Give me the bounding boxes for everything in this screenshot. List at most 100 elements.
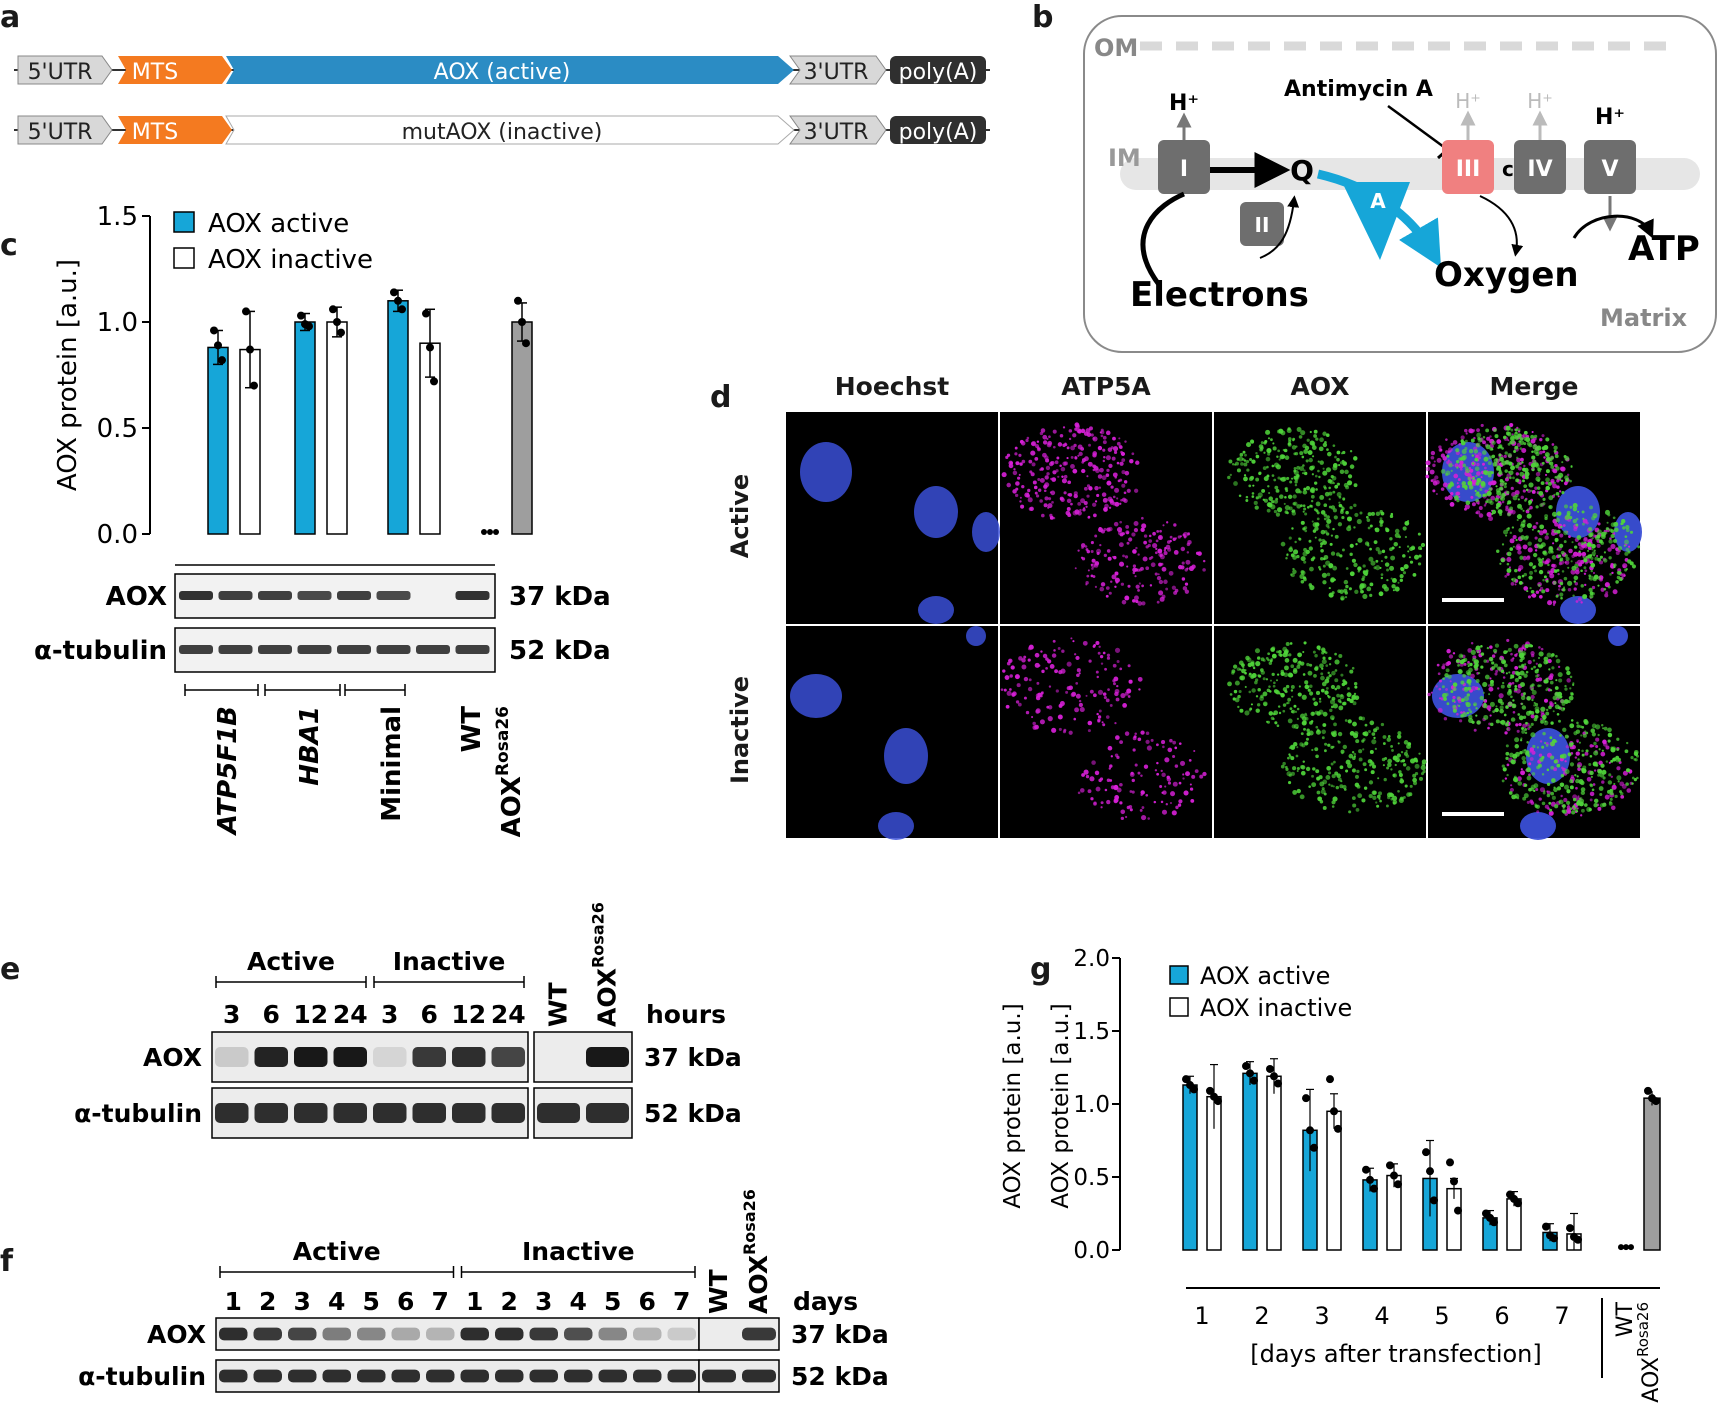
signal-speck bbox=[1518, 564, 1524, 570]
im-label: IM bbox=[1108, 144, 1141, 172]
signal-speck bbox=[1254, 680, 1258, 685]
signal-speck bbox=[1127, 695, 1131, 698]
signal-speck bbox=[1577, 597, 1582, 602]
signal-speck bbox=[1557, 672, 1563, 678]
signal-speck bbox=[1546, 768, 1550, 772]
signal-speck bbox=[1559, 581, 1564, 586]
signal-speck bbox=[1324, 491, 1330, 497]
signal-speck bbox=[1552, 483, 1557, 489]
control-label-rosa: AOXRosa26 bbox=[589, 902, 622, 1027]
signal-speck bbox=[1542, 550, 1547, 555]
signal-speck bbox=[1345, 567, 1349, 570]
signal-speck bbox=[1269, 438, 1273, 442]
signal-speck bbox=[1505, 672, 1508, 675]
signal-speck bbox=[1399, 778, 1405, 784]
signal-speck bbox=[1077, 501, 1082, 506]
signal-speck bbox=[1545, 660, 1549, 664]
data-point bbox=[1306, 1126, 1314, 1135]
signal-speck bbox=[1255, 695, 1259, 698]
signal-speck bbox=[1576, 775, 1579, 778]
signal-speck bbox=[1456, 482, 1459, 485]
x-axis-label: [days after transfection] bbox=[1250, 1340, 1542, 1368]
signal-speck bbox=[1087, 729, 1091, 733]
signal-speck bbox=[1542, 529, 1548, 534]
signal-speck bbox=[1519, 555, 1524, 560]
signal-speck bbox=[1145, 739, 1150, 744]
signal-speck bbox=[1577, 764, 1581, 768]
signal-speck bbox=[1323, 554, 1329, 560]
signal-speck bbox=[1328, 486, 1331, 490]
blot-band bbox=[294, 1047, 328, 1067]
signal-speck bbox=[1324, 690, 1329, 695]
signal-speck bbox=[1113, 798, 1118, 804]
signal-speck bbox=[1063, 491, 1067, 495]
signal-speck bbox=[1417, 562, 1422, 566]
signal-speck bbox=[1524, 731, 1528, 735]
signal-speck bbox=[1332, 527, 1335, 531]
signal-speck bbox=[1162, 524, 1165, 527]
signal-speck bbox=[1601, 724, 1604, 727]
signal-speck bbox=[1364, 541, 1370, 546]
signal-speck bbox=[1564, 554, 1568, 558]
signal-speck bbox=[1018, 453, 1022, 457]
signal-speck bbox=[1362, 738, 1366, 742]
signal-speck bbox=[1101, 721, 1104, 724]
legend-label-inactive: AOX inactive bbox=[208, 245, 373, 275]
signal-speck bbox=[1534, 549, 1538, 552]
signal-speck bbox=[1604, 593, 1609, 598]
signal-speck bbox=[1543, 656, 1549, 662]
blot-kda-label: 52 kDa bbox=[509, 636, 611, 666]
signal-speck bbox=[1596, 554, 1599, 558]
signal-speck bbox=[1273, 509, 1278, 514]
signal-speck bbox=[1460, 455, 1466, 461]
signal-speck bbox=[1299, 451, 1304, 456]
signal-speck bbox=[1592, 783, 1596, 786]
signal-speck bbox=[1389, 547, 1393, 552]
signal-speck bbox=[1510, 695, 1513, 699]
signal-speck bbox=[1331, 670, 1336, 676]
signal-speck bbox=[1462, 673, 1467, 678]
panel-label-c: c bbox=[0, 228, 18, 263]
signal-speck bbox=[1300, 556, 1306, 562]
signal-speck bbox=[1564, 456, 1570, 461]
signal-speck bbox=[1475, 645, 1481, 651]
data-point bbox=[1246, 1069, 1254, 1078]
signal-speck bbox=[1520, 457, 1524, 462]
signal-speck bbox=[1370, 560, 1376, 566]
signal-speck bbox=[1515, 652, 1519, 655]
signal-speck bbox=[1328, 498, 1331, 501]
signal-speck bbox=[1161, 566, 1167, 572]
signal-speck bbox=[1134, 488, 1139, 493]
data-point bbox=[1182, 1075, 1190, 1084]
orf-label: mutAOX (inactive) bbox=[402, 120, 603, 145]
signal-speck bbox=[1564, 687, 1568, 691]
signal-speck bbox=[1135, 599, 1139, 604]
signal-speck bbox=[1545, 477, 1550, 483]
signal-speck bbox=[1291, 509, 1296, 513]
signal-speck bbox=[1106, 656, 1111, 660]
signal-speck bbox=[1631, 776, 1635, 780]
signal-speck bbox=[1465, 701, 1469, 705]
signal-speck bbox=[1113, 784, 1119, 790]
signal-speck bbox=[1041, 669, 1045, 674]
signal-speck bbox=[1296, 427, 1302, 432]
signal-speck bbox=[1355, 739, 1360, 744]
signal-speck bbox=[1409, 560, 1414, 564]
signal-speck bbox=[1313, 434, 1317, 438]
signal-speck bbox=[1586, 806, 1592, 813]
signal-speck bbox=[1514, 687, 1517, 690]
signal-speck bbox=[1456, 491, 1461, 496]
signal-speck bbox=[1319, 781, 1325, 787]
signal-speck bbox=[1528, 499, 1533, 504]
lane-label: 3 bbox=[294, 1287, 311, 1316]
signal-speck bbox=[1376, 804, 1380, 808]
signal-speck bbox=[1328, 674, 1332, 678]
data-point bbox=[250, 381, 258, 390]
signal-speck bbox=[1120, 692, 1126, 699]
signal-speck bbox=[1045, 465, 1051, 471]
signal-speck bbox=[1097, 445, 1103, 451]
signal-speck bbox=[1309, 585, 1315, 591]
signal-speck bbox=[1535, 788, 1539, 792]
signal-speck bbox=[1595, 764, 1599, 767]
signal-speck bbox=[1003, 688, 1007, 692]
